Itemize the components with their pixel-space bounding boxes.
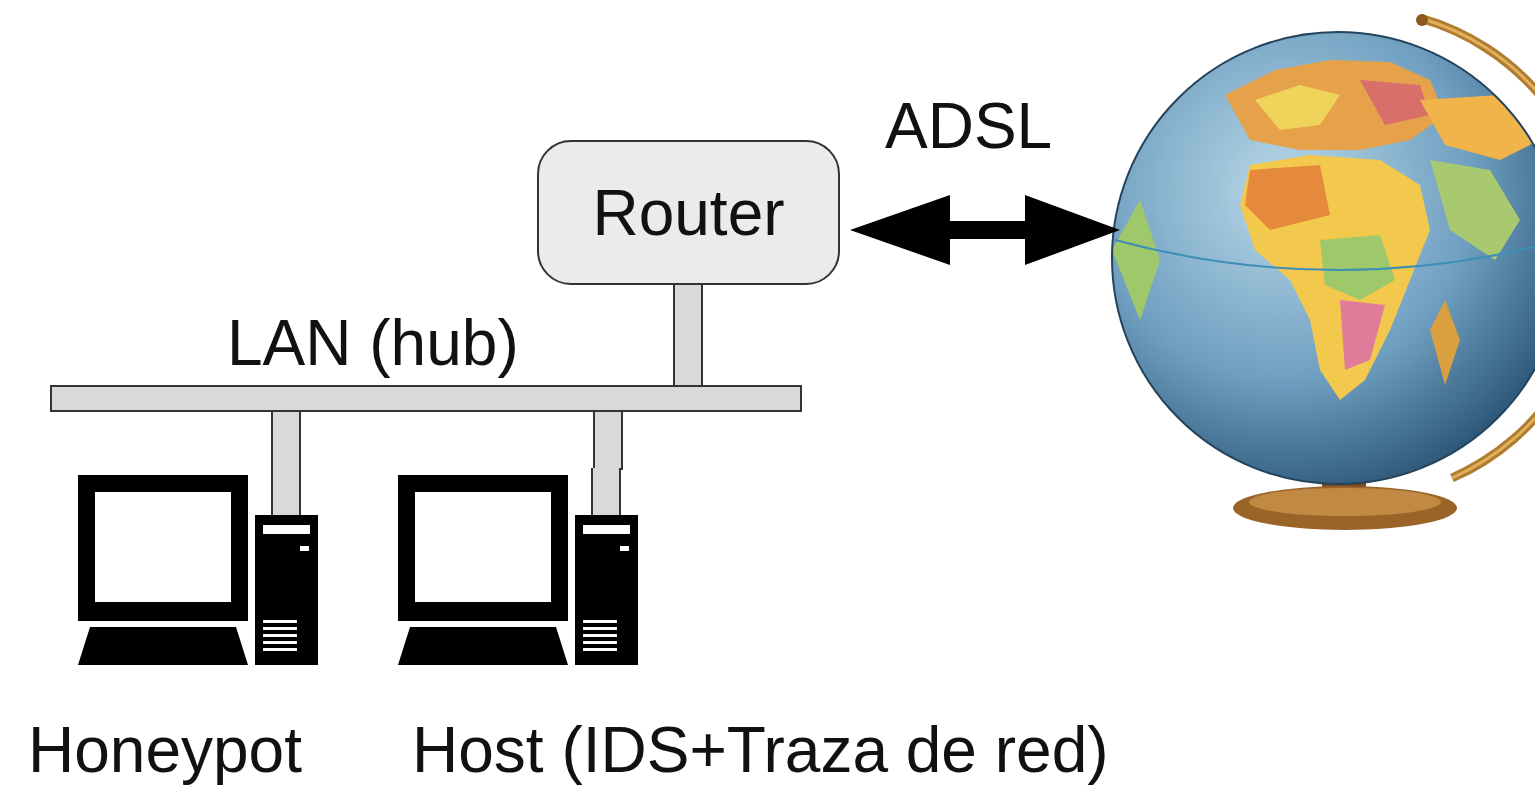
adsl-double-arrow <box>850 195 1120 265</box>
globe-base-top <box>1249 488 1441 516</box>
globe-sphere <box>1112 32 1535 484</box>
lan-hub-bar: LAN (hub) <box>50 385 802 412</box>
router-box: Router <box>537 140 840 285</box>
lan-connector <box>688 283 689 387</box>
continents <box>1112 60 1535 400</box>
computer-node: Host (IDS+Traza de red) <box>390 470 1210 790</box>
globe-base <box>1233 486 1457 530</box>
router-label: Router <box>592 181 784 245</box>
equator-line <box>1115 240 1535 270</box>
lan-connector <box>608 410 609 472</box>
computer-label: Honeypot <box>10 718 320 782</box>
meridian-ring <box>1420 18 1535 478</box>
globe-pivot <box>1416 14 1428 26</box>
lan-connector <box>286 410 287 472</box>
link-label: ADSL <box>885 94 1052 158</box>
globe-outline <box>1112 32 1535 484</box>
computer-label: Host (IDS+Traza de red) <box>412 718 1202 782</box>
lan-label: LAN (hub) <box>227 311 519 375</box>
computer-icon <box>10 470 340 670</box>
computer-node: Honeypot <box>10 470 340 790</box>
meridian-ring-highlight <box>1420 18 1535 478</box>
computer-icon <box>390 470 720 670</box>
